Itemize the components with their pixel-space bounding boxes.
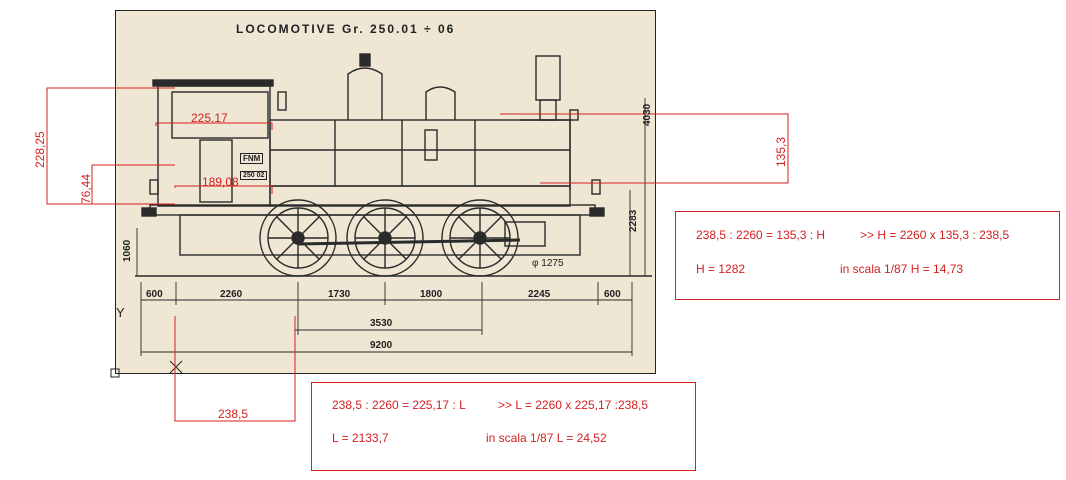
dim-1730: 1730 [328, 289, 351, 300]
steam-dome [347, 67, 383, 120]
dim-2260: 2260 [220, 289, 243, 300]
side-tank [269, 185, 571, 207]
height-1060-label: 1060 [122, 239, 133, 262]
dim-225-17-line [155, 122, 273, 130]
height-2283-label: 2283 [628, 209, 639, 232]
length-calculation-box: 238,5 : 2260 = 225,17 : L >> L = 2260 x … [311, 382, 696, 471]
ucs-origin-marker [110, 368, 120, 378]
boiler [269, 119, 571, 187]
length-scaled: in scala 1/87 L = 24,52 [486, 431, 607, 445]
cylinder [504, 221, 546, 247]
height-4030-label: 4030 [642, 103, 653, 126]
height-calculation-box: 238,5 : 2260 = 135,3 : H >> H = 2260 x 1… [675, 211, 1060, 300]
buffer-front [589, 207, 605, 217]
dim-135-3-line [500, 113, 789, 184]
annotation-225-17: 225,17 [191, 111, 228, 125]
wheel-front [441, 199, 519, 277]
height-result: H = 1282 [696, 262, 746, 276]
dim-2245: 2245 [528, 289, 551, 300]
locomotive-drawing-scan [115, 10, 656, 374]
sand-dome [425, 86, 456, 120]
cab-door [199, 139, 233, 203]
number-plate-number: 250 02 [240, 171, 268, 180]
dim-600-right: 600 [604, 289, 621, 300]
chimney [535, 55, 561, 101]
annotation-135-3: 135,3 [774, 136, 788, 167]
buffer-rear [141, 207, 157, 217]
height-proportion: 238,5 : 2260 = 135,3 : H [696, 228, 826, 242]
drawing-title: LOCOMOTIVE Gr. 250.01 ÷ 06 [236, 22, 456, 36]
annotation-228-25: 228,25 [33, 131, 47, 168]
cab-roof [152, 79, 274, 87]
annotation-189-08: 189,08 [202, 175, 239, 189]
wheel-rear [259, 199, 337, 277]
annotation-238-5: 238,5 [218, 407, 249, 421]
wheel-middle [346, 199, 424, 277]
dim-1800: 1800 [420, 289, 443, 300]
wheel-diameter-label: φ 1275 [532, 258, 564, 269]
dim-9200: 9200 [370, 340, 393, 351]
injector [424, 129, 438, 161]
length-proportion: 238,5 : 2260 = 225,17 : L [332, 398, 466, 412]
height-scaled: in scala 1/87 H = 14,73 [840, 262, 964, 276]
dim-600-left: 600 [146, 289, 163, 300]
chassis [179, 214, 581, 256]
dim-189-08-line [174, 185, 273, 194]
height-formula: >> H = 2260 x 135,3 : 238,5 [860, 228, 1010, 242]
annotation-76-44: 76,44 [79, 173, 93, 204]
ucs-y-axis-label: Y [116, 305, 125, 320]
length-formula: >> L = 2260 x 225,17 :238,5 [498, 398, 649, 412]
dim-228-25-line [46, 87, 175, 205]
dim-3530: 3530 [370, 318, 393, 329]
whistle [277, 91, 287, 111]
cab-window [171, 91, 269, 139]
connecting-rod [297, 238, 521, 246]
length-result: L = 2133,7 [332, 431, 389, 445]
dim-76-44-line [91, 164, 175, 204]
number-plate: FNM [240, 153, 264, 164]
dim-238-5-line [174, 316, 296, 422]
